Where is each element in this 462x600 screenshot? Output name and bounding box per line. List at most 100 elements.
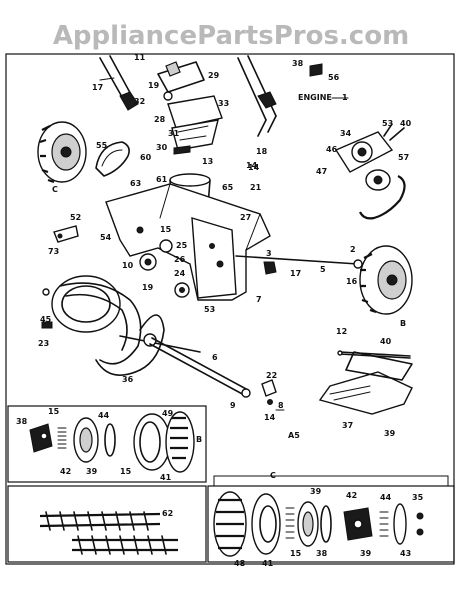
auger-assembly — [41, 275, 201, 376]
callout-label: 14 — [246, 161, 258, 170]
left-handle — [99, 55, 139, 111]
callout-label: 38 — [16, 417, 28, 426]
callout-label: 40 — [400, 119, 412, 128]
callout-label: 73 — [48, 247, 59, 256]
callout-label: 24 — [174, 269, 186, 278]
callout-label: 44 — [98, 411, 110, 420]
auger-housing — [105, 183, 271, 301]
callout-label: 31 — [168, 129, 180, 138]
callout-label: 27 — [240, 213, 251, 222]
callout-label: 21 — [250, 183, 262, 192]
callout-label: 35 — [412, 493, 424, 502]
callout-label: 33 — [218, 99, 229, 108]
auger-shaft — [149, 337, 251, 398]
callout-label: 38 — [292, 59, 304, 68]
callout-label: 53 — [204, 305, 215, 314]
callout-label: 60 — [140, 153, 152, 162]
callout-label: 45 — [40, 315, 52, 324]
callout-label: 19 — [142, 283, 154, 292]
callout-label: 2 — [350, 245, 356, 254]
callout-label: 39 — [384, 429, 396, 438]
callout-label: 55 — [96, 141, 108, 150]
callout-label: 46 — [326, 145, 338, 154]
axle-shaft — [235, 255, 363, 275]
left-wheel: C — [37, 121, 87, 194]
right-wheel: B — [359, 245, 413, 328]
callout-label: 40 — [380, 337, 392, 346]
callout-label: 23 — [38, 339, 49, 348]
watermark-text: AppliancePartsPros.com — [53, 21, 409, 51]
callout-label: 41 — [262, 559, 274, 568]
callout-label: 10 — [122, 261, 134, 270]
callout-label: 39 — [86, 467, 98, 476]
callout-label: 54 — [100, 233, 112, 242]
chute-control-crank — [157, 61, 205, 101]
wheel-c-label: C — [52, 185, 58, 194]
inset-c-panel: C — [207, 471, 455, 563]
right-handle — [237, 55, 277, 137]
callout-label: 8 — [278, 401, 284, 410]
callout-label: 56 — [328, 73, 340, 82]
callout-label: 52 — [70, 213, 81, 222]
callout-label: 26 — [174, 255, 186, 264]
housing-gears — [139, 239, 190, 298]
shaft-hardware — [261, 379, 285, 411]
figure-reference: A5 — [288, 431, 300, 440]
callout-label: 63 — [130, 179, 141, 188]
discharge-chute — [167, 95, 223, 155]
callout-label: 25 — [176, 241, 188, 250]
callout-label: 32 — [134, 97, 145, 106]
callout-label: 17 — [92, 83, 103, 92]
callout-label: 6 — [212, 353, 218, 362]
callout-label: 47 — [316, 167, 327, 176]
belt-guard — [95, 141, 130, 177]
callout-label: 5 — [320, 265, 326, 274]
callout-label: 15 — [160, 225, 172, 234]
wheel-b-label: B — [400, 319, 406, 328]
callout-label: 44 — [380, 493, 392, 502]
callout-label: 42 — [346, 491, 357, 500]
callout-label: 61 — [156, 175, 168, 184]
callout-label: 15 — [120, 467, 132, 476]
callout-numbers: 11 17 29 19 32 33 28 31 30 13 38 56 1 34… — [16, 53, 424, 568]
callout-label: 38 — [316, 549, 328, 558]
callout-label: 9 — [230, 401, 236, 410]
engine-label: ENGINE — [298, 93, 332, 102]
callout-label: 3 — [266, 249, 272, 258]
callout-label: 49 — [162, 409, 174, 418]
callout-label: 36 — [122, 375, 134, 384]
callout-label: 19 — [148, 81, 160, 90]
callout-label: 18 — [256, 147, 268, 156]
left-bracket — [53, 225, 79, 243]
drive-belt — [359, 175, 406, 220]
callout-label: 17 — [290, 269, 301, 278]
diagram-frame — [5, 53, 455, 565]
callout-label: 12 — [336, 327, 347, 336]
engine-label-group: ENGINE — [298, 63, 349, 102]
callout-label: 15 — [290, 549, 302, 558]
callout-label: 15 — [48, 407, 60, 416]
callout-label: 30 — [156, 143, 168, 152]
callout-label: 14 — [264, 413, 276, 422]
callout-label: 53 — [382, 119, 393, 128]
callout-label: 62 — [162, 509, 173, 518]
callout-label: 41 — [160, 473, 172, 482]
callout-label: 28 — [154, 115, 166, 124]
callout-label: 37 — [342, 421, 353, 430]
callout-label: 34 — [340, 129, 352, 138]
callout-label: 43 — [400, 549, 411, 558]
callout-label: 39 — [360, 549, 372, 558]
tire-chains-panel — [7, 485, 207, 563]
callout-label: 22 — [266, 371, 277, 380]
callout-label: 65 — [222, 183, 234, 192]
inset-b-panel: B — [7, 405, 207, 483]
callout-label: 1 — [342, 93, 348, 102]
callout-label: 11 — [134, 53, 146, 62]
callout-label: 48 — [234, 559, 246, 568]
drive-pulley-assembly — [334, 123, 405, 191]
callout-label: 42 — [60, 467, 71, 476]
inset-b-letter: B — [196, 435, 202, 444]
callout-label: 39 — [310, 487, 322, 496]
callout-label: 57 — [398, 153, 409, 162]
callout-label: 29 — [208, 71, 220, 80]
